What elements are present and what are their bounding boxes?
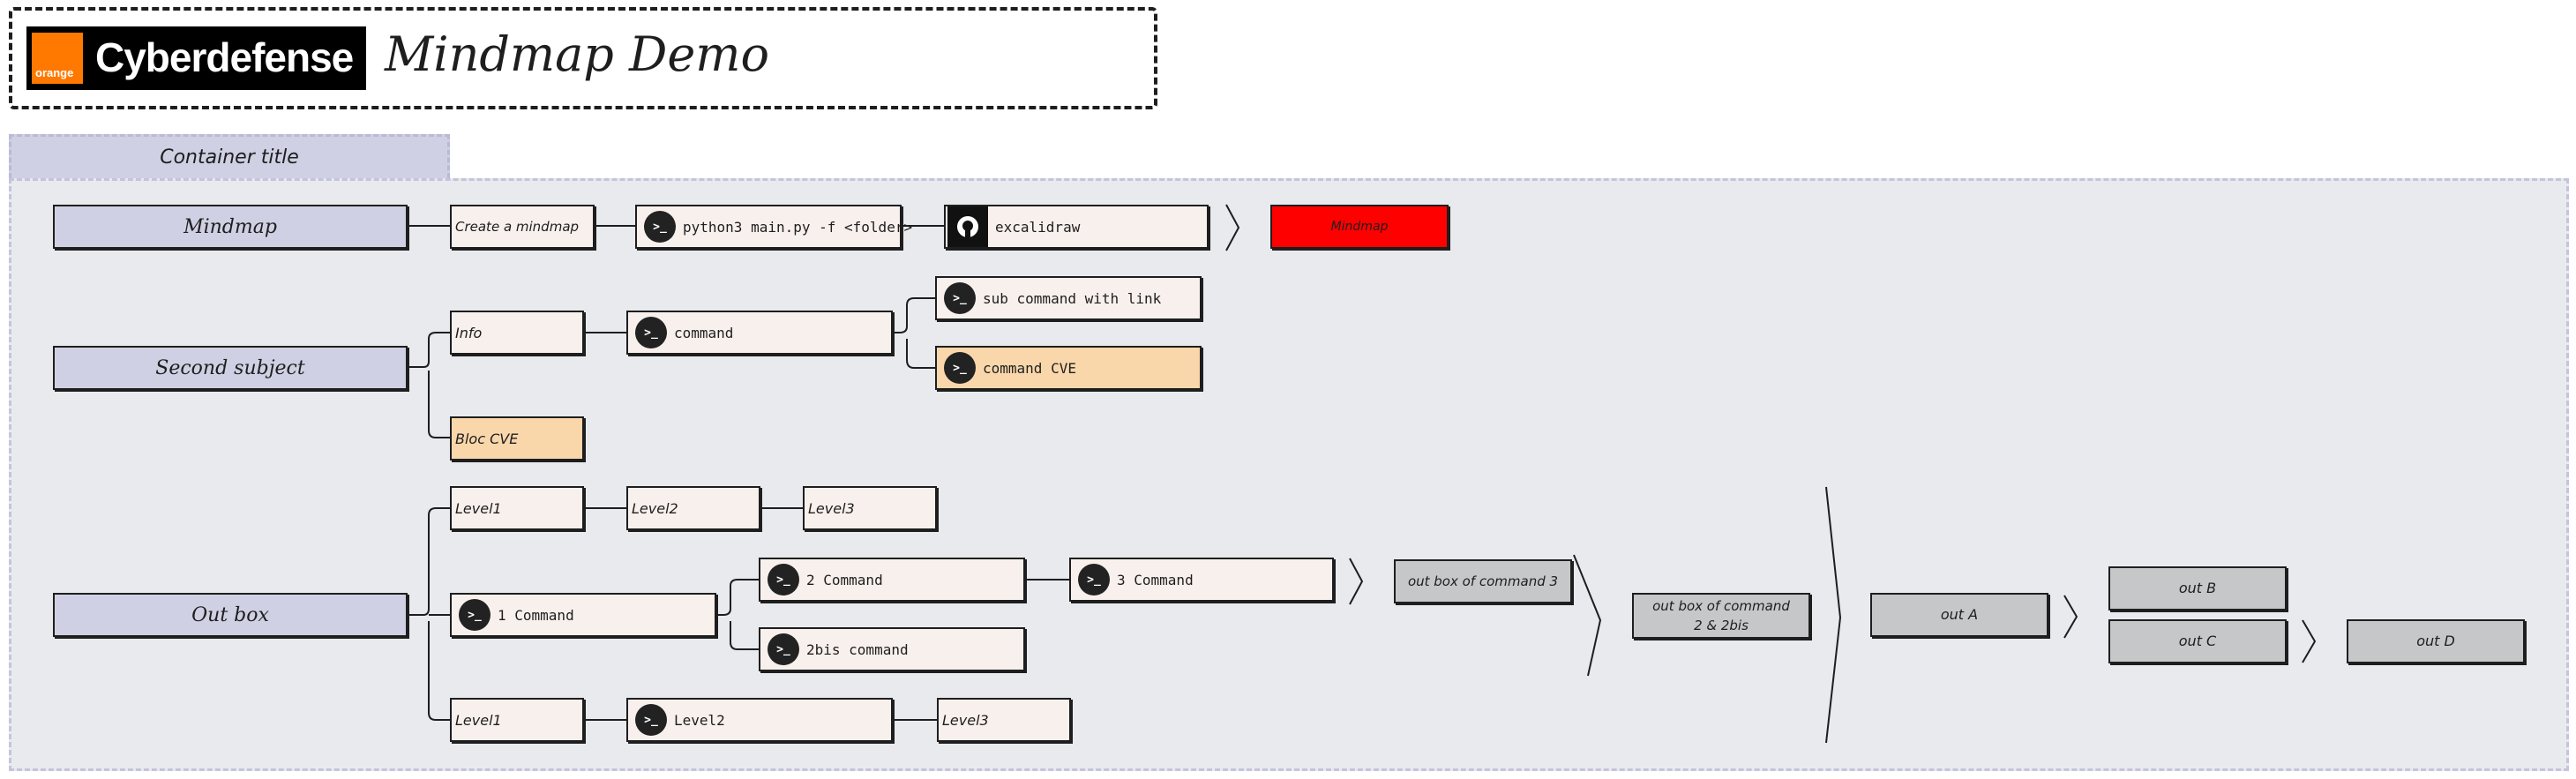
node-command-2bis[interactable]: >_ 2bis command bbox=[759, 627, 1025, 671]
node-mindmap[interactable]: Mindmap bbox=[53, 205, 408, 249]
node-command-1-label: 1 Command bbox=[498, 606, 574, 624]
node-out-c-label: out C bbox=[2178, 633, 2217, 649]
node-command-1[interactable]: >_ 1 Command bbox=[450, 593, 716, 637]
node-bloc-cve-label: Bloc CVE bbox=[455, 430, 519, 447]
node-level1-bottom-label: Level1 bbox=[455, 711, 502, 729]
node-create-mindmap[interactable]: Create a mindmap bbox=[450, 205, 595, 249]
terminal-icon: >_ bbox=[768, 633, 799, 665]
node-second-subject[interactable]: Second subject bbox=[53, 346, 408, 390]
terminal-icon: >_ bbox=[635, 317, 667, 348]
node-command[interactable]: >_ command bbox=[626, 311, 893, 355]
node-mindmap-label: Mindmap bbox=[183, 215, 277, 238]
node-out-box[interactable]: Out box bbox=[53, 593, 408, 637]
node-command-2bis-label: 2bis command bbox=[806, 640, 909, 658]
terminal-icon: >_ bbox=[459, 599, 490, 631]
node-out-d[interactable]: out D bbox=[2347, 619, 2525, 663]
node-python-command[interactable]: >_ python3 main.py -f <folder> bbox=[635, 205, 912, 249]
node-command-cve-label: command CVE bbox=[983, 359, 1076, 377]
node-info[interactable]: Info bbox=[450, 311, 584, 355]
node-mindmap-red-label: Mindmap bbox=[1330, 220, 1389, 234]
terminal-icon: >_ bbox=[1078, 564, 1110, 595]
node-sub-command-link[interactable]: >_ sub command with link bbox=[935, 276, 1202, 320]
cyberdefense-logo: orange Cyberdefense bbox=[26, 26, 366, 90]
node-out-d-label: out D bbox=[2416, 633, 2455, 649]
node-excalidraw-label: excalidraw bbox=[995, 218, 1081, 236]
terminal-icon: >_ bbox=[644, 211, 676, 243]
node-level2-bottom-label: Level2 bbox=[674, 711, 725, 729]
node-mindmap-red[interactable]: Mindmap bbox=[1270, 205, 1449, 249]
header-frame bbox=[9, 7, 1157, 109]
node-sub-command-link-label: sub command with link bbox=[983, 289, 1162, 307]
orange-logo-square: orange bbox=[32, 33, 83, 84]
node-out-b-label: out B bbox=[2178, 580, 2217, 596]
node-level2-bottom[interactable]: >_ Level2 bbox=[626, 698, 893, 742]
container-body bbox=[9, 178, 2569, 771]
node-out-box-command-3-label: out box of command 3 bbox=[1407, 573, 1559, 589]
node-bloc-cve[interactable]: Bloc CVE bbox=[450, 416, 584, 461]
node-command-label: command bbox=[674, 324, 734, 341]
node-level1-top-label: Level1 bbox=[455, 499, 502, 517]
page-title: Mindmap Demo bbox=[385, 26, 770, 82]
node-level3-top[interactable]: Level3 bbox=[803, 486, 937, 530]
github-icon bbox=[947, 206, 988, 247]
node-level1-bottom[interactable]: Level1 bbox=[450, 698, 584, 742]
node-out-a[interactable]: out A bbox=[1870, 593, 2048, 637]
node-create-mindmap-label: Create a mindmap bbox=[455, 219, 580, 235]
node-command-2-label: 2 Command bbox=[806, 571, 883, 588]
terminal-icon: >_ bbox=[944, 352, 976, 384]
node-python-command-label: python3 main.py -f <folder> bbox=[683, 218, 913, 236]
node-level3-bottom[interactable]: Level3 bbox=[937, 698, 1071, 742]
terminal-icon: >_ bbox=[768, 564, 799, 595]
terminal-icon: >_ bbox=[944, 282, 976, 314]
node-second-subject-label: Second subject bbox=[155, 356, 305, 379]
node-out-b[interactable]: out B bbox=[2108, 566, 2287, 610]
container-title: Container title bbox=[9, 134, 450, 178]
node-out-box-command-2-2bis[interactable]: out box of command 2 & 2bis bbox=[1632, 593, 1810, 639]
node-out-c[interactable]: out C bbox=[2108, 619, 2287, 663]
terminal-icon: >_ bbox=[635, 704, 667, 736]
node-command-cve[interactable]: >_ command CVE bbox=[935, 346, 1202, 390]
node-command-3[interactable]: >_ 3 Command bbox=[1069, 558, 1334, 602]
node-out-a-label: out A bbox=[1940, 606, 1979, 623]
node-level1-top[interactable]: Level1 bbox=[450, 486, 584, 530]
node-level2-top-label: Level2 bbox=[632, 499, 678, 517]
node-level3-bottom-label: Level3 bbox=[942, 711, 989, 729]
logo-small-text: orange bbox=[35, 66, 74, 79]
node-out-box-label: Out box bbox=[191, 603, 269, 626]
node-out-box-command-3[interactable]: out box of command 3 bbox=[1394, 559, 1572, 603]
node-out-box-command-2-2bis-label: out box of command 2 & 2bis bbox=[1652, 598, 1790, 633]
node-excalidraw[interactable]: excalidraw bbox=[944, 205, 1209, 249]
node-command-3-label: 3 Command bbox=[1117, 571, 1194, 588]
logo-text: Cyberdefense bbox=[95, 34, 354, 80]
node-level2-top[interactable]: Level2 bbox=[626, 486, 760, 530]
node-info-label: Info bbox=[455, 324, 483, 341]
node-level3-top-label: Level3 bbox=[808, 499, 855, 517]
node-command-2[interactable]: >_ 2 Command bbox=[759, 558, 1025, 602]
